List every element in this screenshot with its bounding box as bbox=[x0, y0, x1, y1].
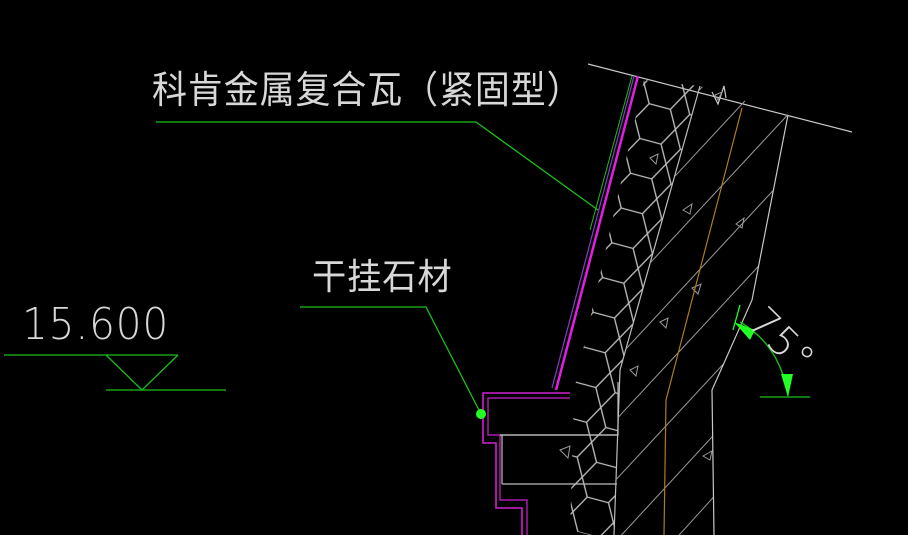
aggregate-marks bbox=[559, 91, 745, 461]
angle-dimension-icon bbox=[732, 304, 810, 398]
insulation-layer bbox=[570, 80, 700, 535]
wall-outer-edge bbox=[711, 114, 789, 535]
metal-tile-inner bbox=[551, 75, 635, 389]
leader-dot-icon bbox=[476, 409, 486, 419]
stone-panel-outline bbox=[482, 392, 570, 535]
rebar-line bbox=[663, 107, 743, 535]
leader-roof-tile bbox=[156, 121, 599, 211]
cladding-green-edge bbox=[589, 75, 633, 231]
label-roof-tile: 科肯金属复合瓦（紧固型） bbox=[152, 68, 583, 112]
stone-panel-inner bbox=[487, 397, 570, 535]
label-dry-hang-stone: 干挂石材 bbox=[312, 257, 453, 298]
break-symbol bbox=[711, 85, 727, 106]
label-elevation: 15.600 bbox=[22, 299, 170, 350]
metal-tile-cladding bbox=[554, 75, 640, 391]
elevation-marker-icon bbox=[4, 354, 226, 391]
leader-stone bbox=[300, 306, 482, 415]
